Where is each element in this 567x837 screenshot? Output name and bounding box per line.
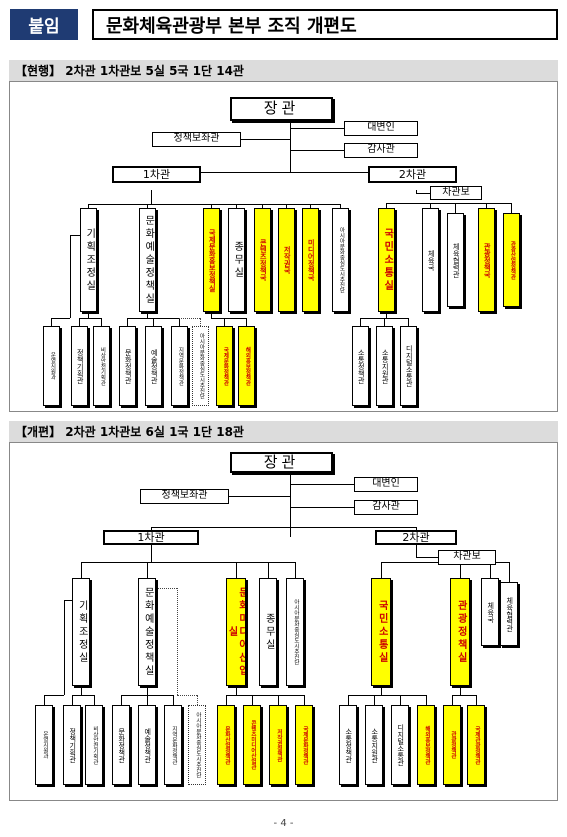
revised-bureau: 콘텐츠미디어산업관 [243, 705, 261, 785]
revised-assistant: 차관보 [438, 550, 496, 565]
current-office: 종무실 [228, 208, 245, 312]
revised-heading: 【개편】 2차관 1차관보 6실 1국 1단 18관 [9, 421, 558, 443]
revised-policy-aide: 정책보좌관 [140, 489, 229, 504]
revised-office: 문화미디어산업실 [226, 578, 246, 686]
revised-bureau: 비상안전기획관 [85, 705, 103, 785]
revised-bureau: 운영지원과 [35, 705, 53, 785]
revised-bureau: 저작권정책관 [269, 705, 287, 785]
revised-bureau: 디지털소통관 [391, 705, 409, 785]
current-bureau: 비상안전기획관 [93, 326, 110, 406]
current-vice1: 1차관 [112, 166, 201, 183]
current-bureau: 소통지원관 [376, 326, 393, 406]
current-office: 관광산업정책관 [503, 213, 520, 307]
revised-bureau: 아시아문화중심도시추진단 [188, 705, 206, 785]
current-bureau: 운영지원과 [43, 326, 60, 406]
current-office: 체육국 [422, 208, 439, 312]
current-bureau: 지역문화정책관 [171, 326, 188, 406]
current-heading: 【현행】 2차관 1차관보 5실 5국 1단 14관 [9, 60, 558, 82]
current-office: 국제문화홍보정책실 [203, 208, 220, 312]
revised-bureau: 정책기획관 [63, 705, 81, 785]
current-bureau: 소통정책관 [352, 326, 369, 406]
revised-office: 아시아문화중심도시추진단 [286, 578, 304, 686]
revised-vice1: 1차관 [103, 530, 199, 545]
current-bureau: 디지털소통관 [400, 326, 417, 406]
current-bureau: 예술정책관 [145, 326, 162, 406]
revised-office: 체육협력관 [500, 582, 518, 646]
current-office: 체육협력관 [447, 213, 464, 307]
revised-office: 문화예술정책실 [138, 578, 156, 686]
revised-office: 국민소통실 [371, 578, 391, 686]
current-minister: 장관 [230, 97, 333, 121]
revised-bureau: 소통정책관 [339, 705, 357, 785]
current-bureau: 아시아문화중심도시추진단 [192, 326, 209, 406]
current-policy-aide: 정책보좌관 [152, 132, 241, 147]
attachment-tag: 붙임 [10, 9, 78, 40]
current-office: 미디어정책국 [302, 208, 319, 312]
revised-bureau: 해외홍보정책관 [417, 705, 435, 785]
revised-bureau: 문화정책관 [112, 705, 130, 785]
revised-bureau: 소통지원관 [365, 705, 383, 785]
revised-office: 기획조정실 [72, 578, 90, 686]
current-office: 문화예술정책실 [139, 208, 156, 312]
revised-bureau: 예술정책관 [138, 705, 156, 785]
page-number: - 4 - [273, 818, 294, 829]
revised-minister: 장관 [230, 452, 333, 473]
current-bureau: 문화정책관 [119, 326, 136, 406]
revised-bureau: 국제문화정책관 [295, 705, 313, 785]
revised-spokesperson: 대변인 [354, 477, 418, 492]
revised-office: 관광정책실 [450, 578, 470, 686]
current-office: 국민소통실 [378, 208, 395, 312]
current-spokesperson: 대변인 [344, 121, 418, 136]
current-bureau: 해외홍보정책관 [238, 326, 255, 406]
revised-bureau: 지역문화정책관 [164, 705, 182, 785]
current-office: 콘텐츠정책국 [254, 208, 271, 312]
current-bureau: 정책기획관 [71, 326, 88, 406]
current-office: 아시아문화중심도시추진단 [332, 208, 349, 312]
revised-office: 체육국 [481, 578, 499, 646]
current-assistant: 차관보 [430, 186, 482, 200]
current-office: 저작권국 [278, 208, 295, 312]
current-audit: 감사관 [344, 143, 418, 158]
revised-bureau: 문화산업정책관 [217, 705, 235, 785]
page-title: 문화체육관광부 본부 조직 개편도 [92, 9, 558, 40]
revised-office: 종무실 [259, 578, 277, 686]
current-office: 관광정책국 [478, 208, 495, 312]
revised-bureau: 관광정책관 [443, 705, 461, 785]
revised-audit: 감사관 [354, 500, 418, 515]
current-vice2: 2차관 [368, 166, 457, 183]
current-bureau: 국제문화정책관 [216, 326, 233, 406]
revised-vice2: 2차관 [375, 530, 457, 545]
current-office: 기획조정실 [80, 208, 97, 312]
revised-bureau: 국제관광정책관 [467, 705, 485, 785]
